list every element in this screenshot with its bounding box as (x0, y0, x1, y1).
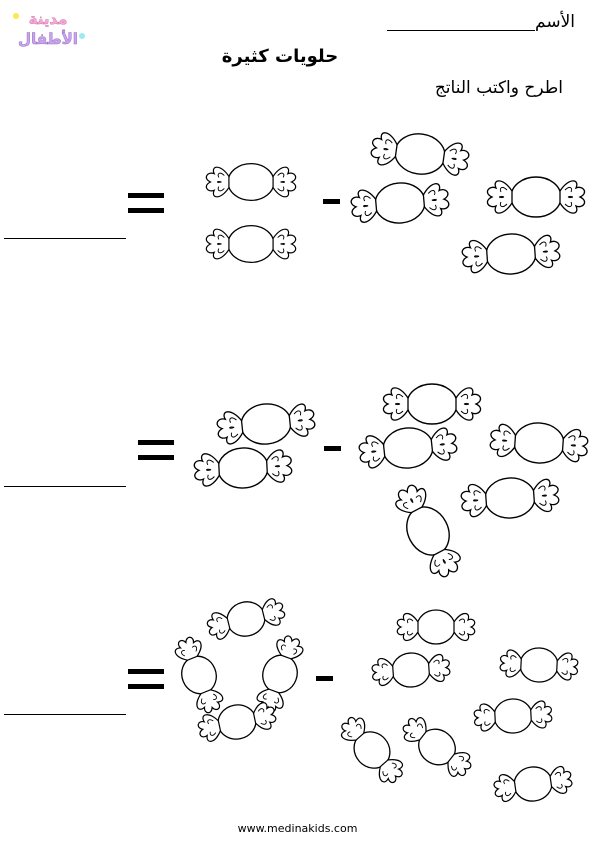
equals-sign-2 (138, 440, 174, 460)
minus-sign-3 (316, 676, 333, 681)
instruction-text: اطرح واكتب الناتج (434, 78, 563, 98)
name-label: الأسم (535, 12, 575, 32)
candy-row2-minuend (356, 383, 590, 584)
answer-line-1[interactable] (4, 238, 126, 239)
equals-sign-1 (128, 193, 164, 213)
answer-line-3[interactable] (4, 714, 126, 715)
name-line[interactable] (387, 30, 535, 31)
candy-row2-subtrahend (192, 398, 318, 492)
candy-row1-minuend (349, 126, 586, 279)
footer-website: www.medinakids.com (237, 822, 358, 835)
candy-row3-minuend (332, 609, 580, 807)
minus-sign-1 (323, 199, 340, 204)
worksheet-title: حلويات كثيرة (221, 46, 339, 67)
medinakids-logo: مدينة الأطفال (13, 10, 85, 48)
svg-text:الأطفال: الأطفال (18, 30, 78, 48)
minus-sign-2 (324, 446, 341, 451)
equals-sign-3 (128, 669, 164, 689)
candy-row3-subtrahend (168, 592, 310, 748)
svg-text:مدينة: مدينة (29, 10, 68, 28)
candy-row1-subtrahend (205, 162, 297, 264)
answer-line-2[interactable] (4, 486, 126, 487)
